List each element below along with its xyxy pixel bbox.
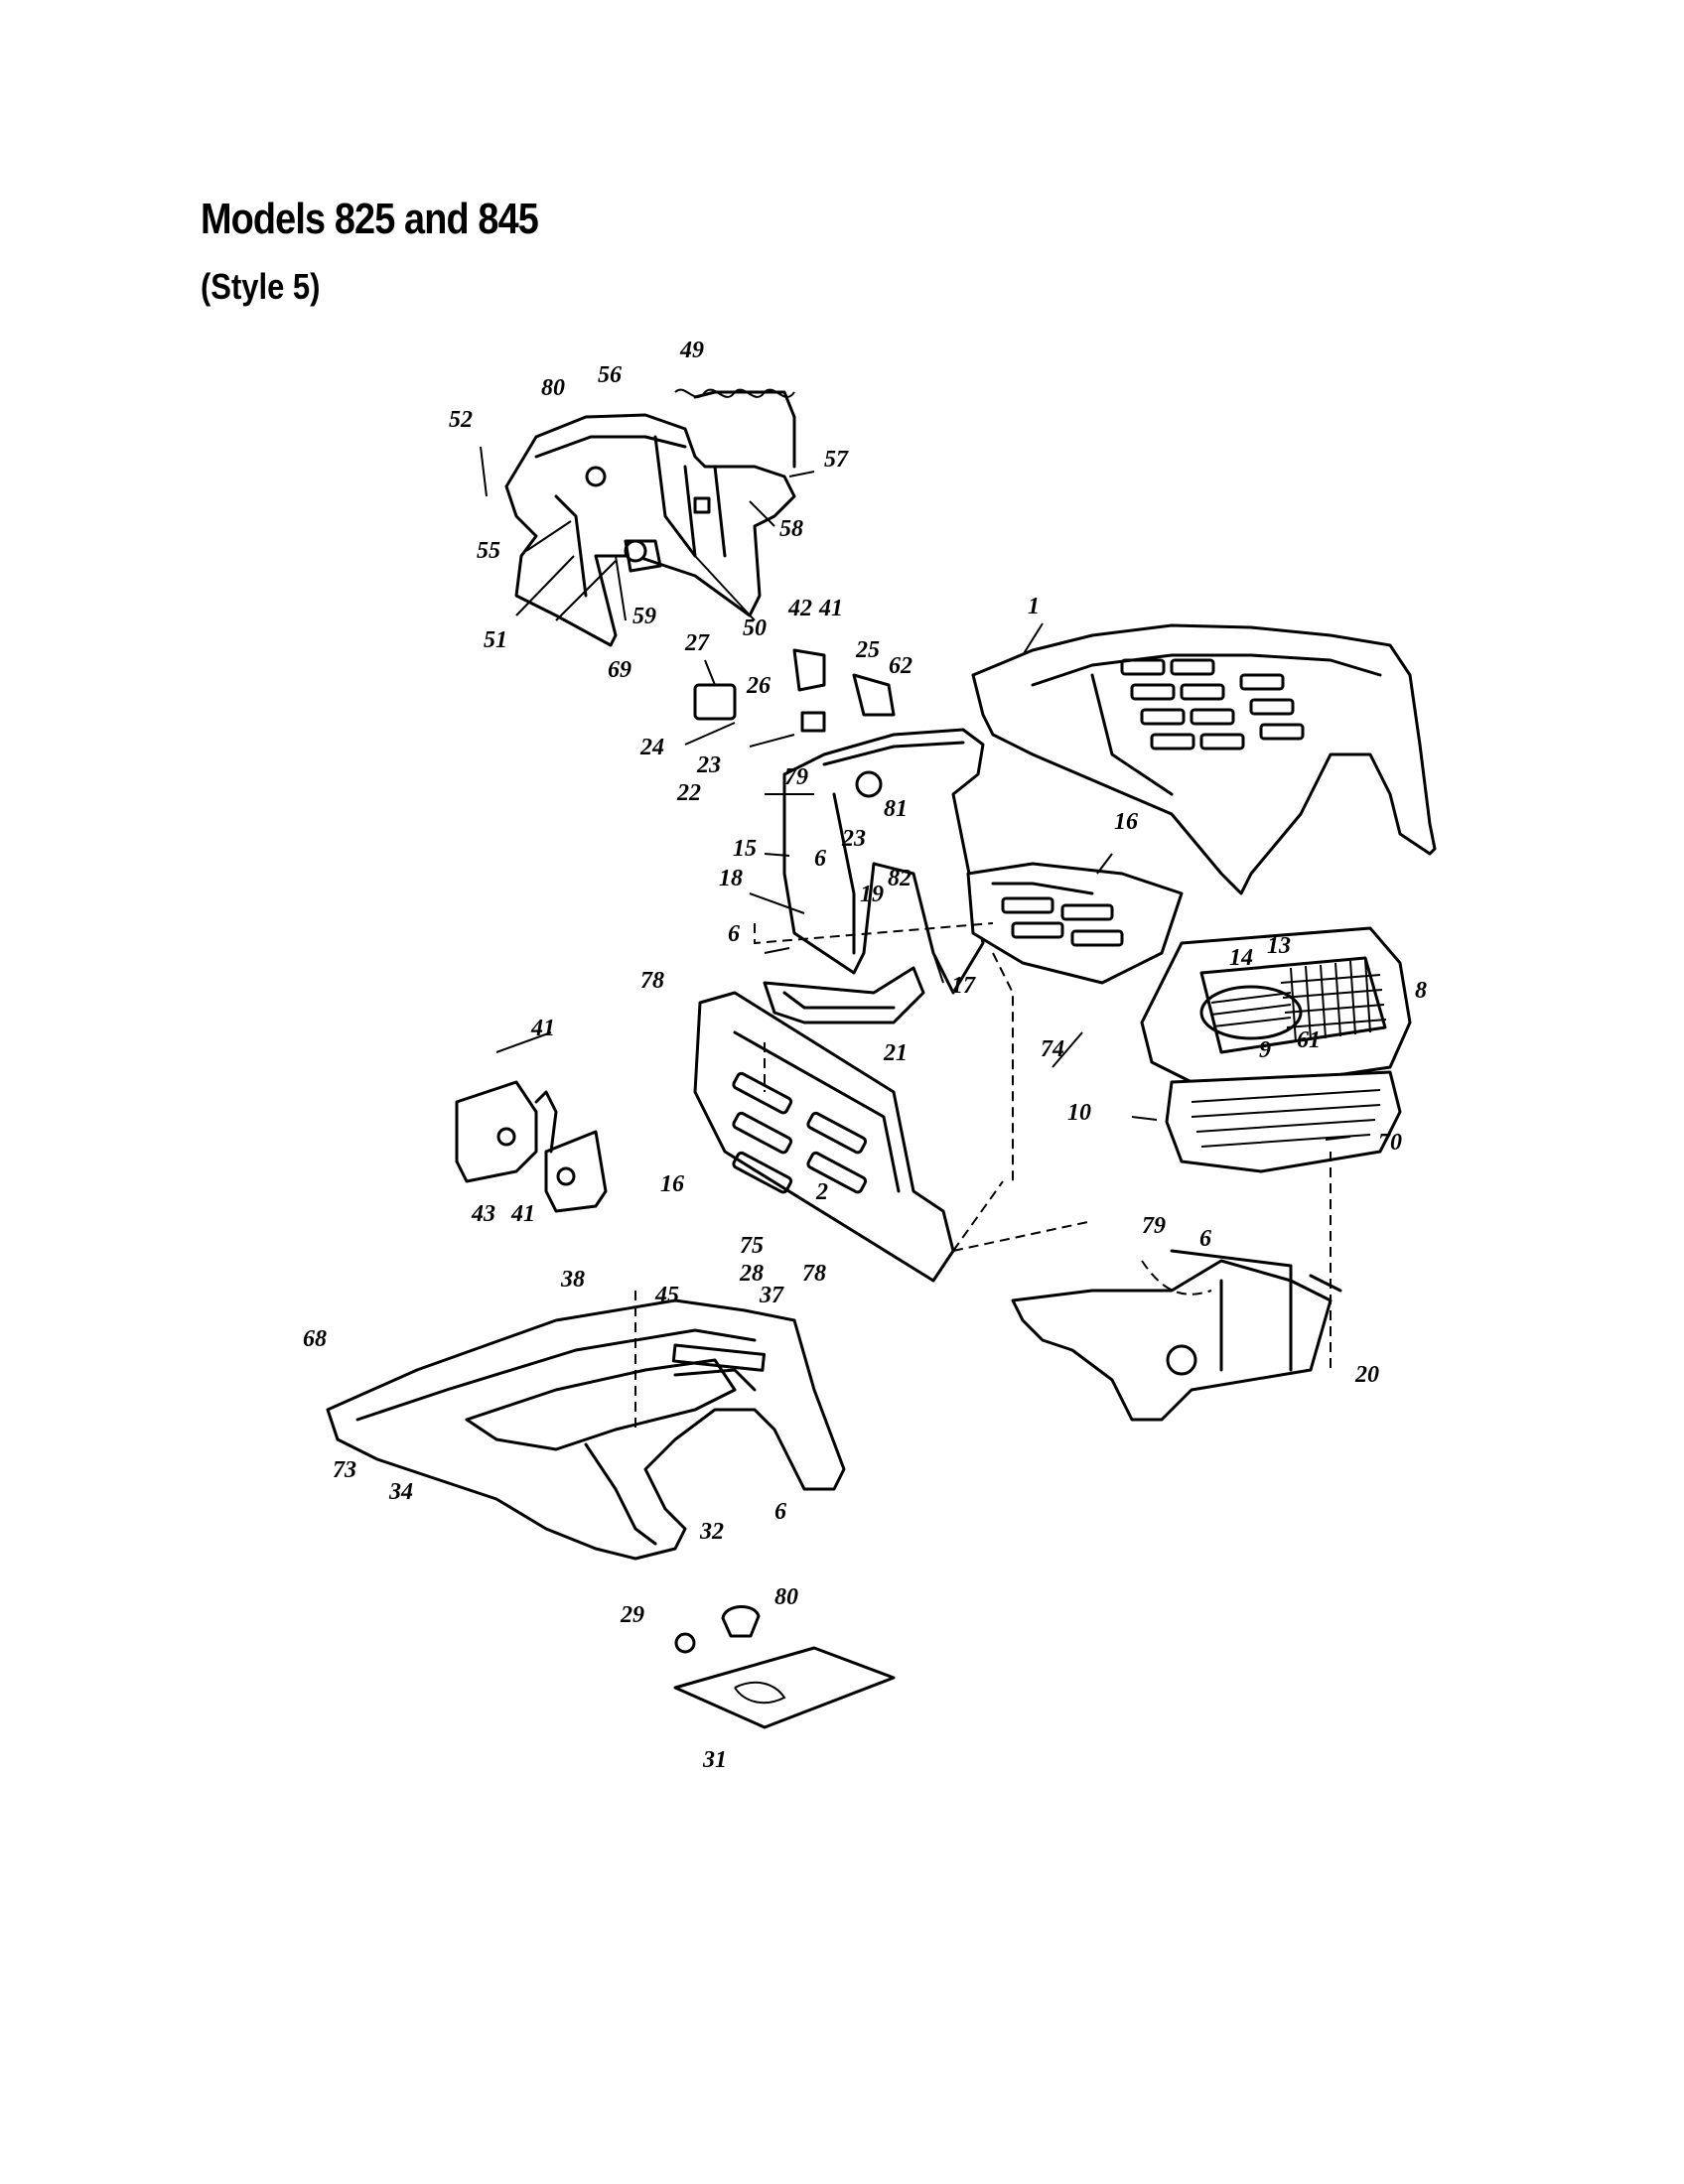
control-plate [673, 1605, 896, 1729]
page-title: Models 825 and 845 [201, 195, 539, 243]
grille-mesh [1280, 959, 1387, 1043]
callout-42: 42 [787, 596, 812, 621]
callout-16-mid: 16 [660, 1171, 684, 1197]
callout-8: 8 [1415, 978, 1427, 1004]
callout-68: 68 [303, 1326, 327, 1352]
callout-81: 81 [884, 796, 908, 822]
callout-49: 49 [679, 338, 704, 363]
callout-14: 14 [1229, 945, 1253, 971]
callout-59: 59 [632, 604, 656, 629]
callout-52: 52 [449, 407, 473, 433]
callout-17: 17 [951, 973, 976, 999]
callout-28: 28 [739, 1261, 764, 1287]
callout-37: 37 [759, 1283, 784, 1308]
callout-25: 25 [855, 637, 880, 663]
callout-45: 45 [654, 1283, 679, 1308]
callout-9: 9 [1259, 1037, 1271, 1063]
callout-13: 13 [1267, 933, 1291, 959]
callout-16-top: 16 [1114, 809, 1138, 835]
callout-80-low: 80 [774, 1584, 798, 1610]
callout-29: 29 [620, 1602, 644, 1628]
callout-41-top: 41 [818, 596, 843, 621]
callout-31: 31 [702, 1747, 727, 1773]
callout-74: 74 [1041, 1036, 1064, 1062]
callout-51: 51 [484, 627, 507, 653]
fender-deck [326, 1298, 846, 1561]
callout-6-deck: 6 [774, 1499, 786, 1525]
callout-75: 75 [740, 1233, 764, 1259]
callout-18: 18 [719, 866, 743, 891]
dash-panel [693, 648, 985, 995]
callout-labels: 49 56 80 52 57 58 55 59 50 51 69 42 41 1… [303, 338, 1427, 1773]
callout-27: 27 [684, 630, 710, 656]
callout-1: 1 [1028, 594, 1040, 619]
callout-56: 56 [598, 362, 622, 388]
callout-78-top: 78 [640, 968, 664, 994]
callout-15: 15 [733, 836, 757, 862]
chassis-frame [1011, 1249, 1342, 1422]
callout-23-right: 23 [841, 826, 866, 852]
dashboard-assembly [504, 388, 796, 647]
callout-73: 73 [333, 1457, 356, 1483]
assembly-line-1 [754, 922, 994, 945]
callout-79-low: 79 [1142, 1213, 1166, 1239]
callout-58: 58 [779, 516, 803, 542]
callout-32: 32 [699, 1519, 724, 1545]
callout-2: 2 [815, 1179, 828, 1205]
callout-69: 69 [608, 657, 632, 683]
front-fascia [693, 991, 955, 1283]
callout-20: 20 [1354, 1362, 1379, 1388]
callout-34: 34 [388, 1479, 413, 1505]
callout-19: 19 [860, 882, 884, 907]
hood [971, 623, 1437, 895]
callout-26: 26 [746, 673, 771, 699]
callout-22: 22 [676, 780, 701, 806]
assembly-line-3 [952, 1180, 1093, 1252]
leader-lines [480, 446, 1351, 1141]
callout-6-left: 6 [728, 921, 740, 947]
callout-78-low: 78 [802, 1261, 826, 1287]
control-bracket [455, 1080, 608, 1213]
callout-24: 24 [639, 735, 664, 760]
assembly-line-2 [992, 952, 1014, 1181]
side-panel [966, 862, 1184, 985]
callout-50: 50 [743, 615, 767, 641]
callout-41-bracket: 41 [530, 1016, 555, 1041]
callout-55: 55 [477, 538, 500, 564]
callout-82: 82 [888, 866, 912, 891]
callout-41-low: 41 [510, 1201, 535, 1227]
callout-80: 80 [541, 375, 565, 401]
callout-10: 10 [1067, 1100, 1091, 1126]
callout-6-right: 6 [1199, 1226, 1211, 1252]
callout-61: 61 [1297, 1027, 1321, 1053]
callout-23-left: 23 [696, 752, 721, 778]
callout-62: 62 [889, 653, 912, 679]
callout-6-mid: 6 [814, 846, 826, 872]
callout-70: 70 [1378, 1130, 1402, 1156]
mounting-plate [763, 966, 925, 1024]
hood-vents [1120, 658, 1305, 751]
front-lower-grille [1165, 1070, 1402, 1173]
callout-21: 21 [883, 1040, 908, 1066]
callout-79-top: 79 [784, 764, 808, 790]
callout-43: 43 [471, 1201, 495, 1227]
page-subtitle: (Style 5) [201, 266, 321, 307]
callout-57: 57 [824, 447, 849, 473]
callout-38: 38 [560, 1267, 585, 1293]
